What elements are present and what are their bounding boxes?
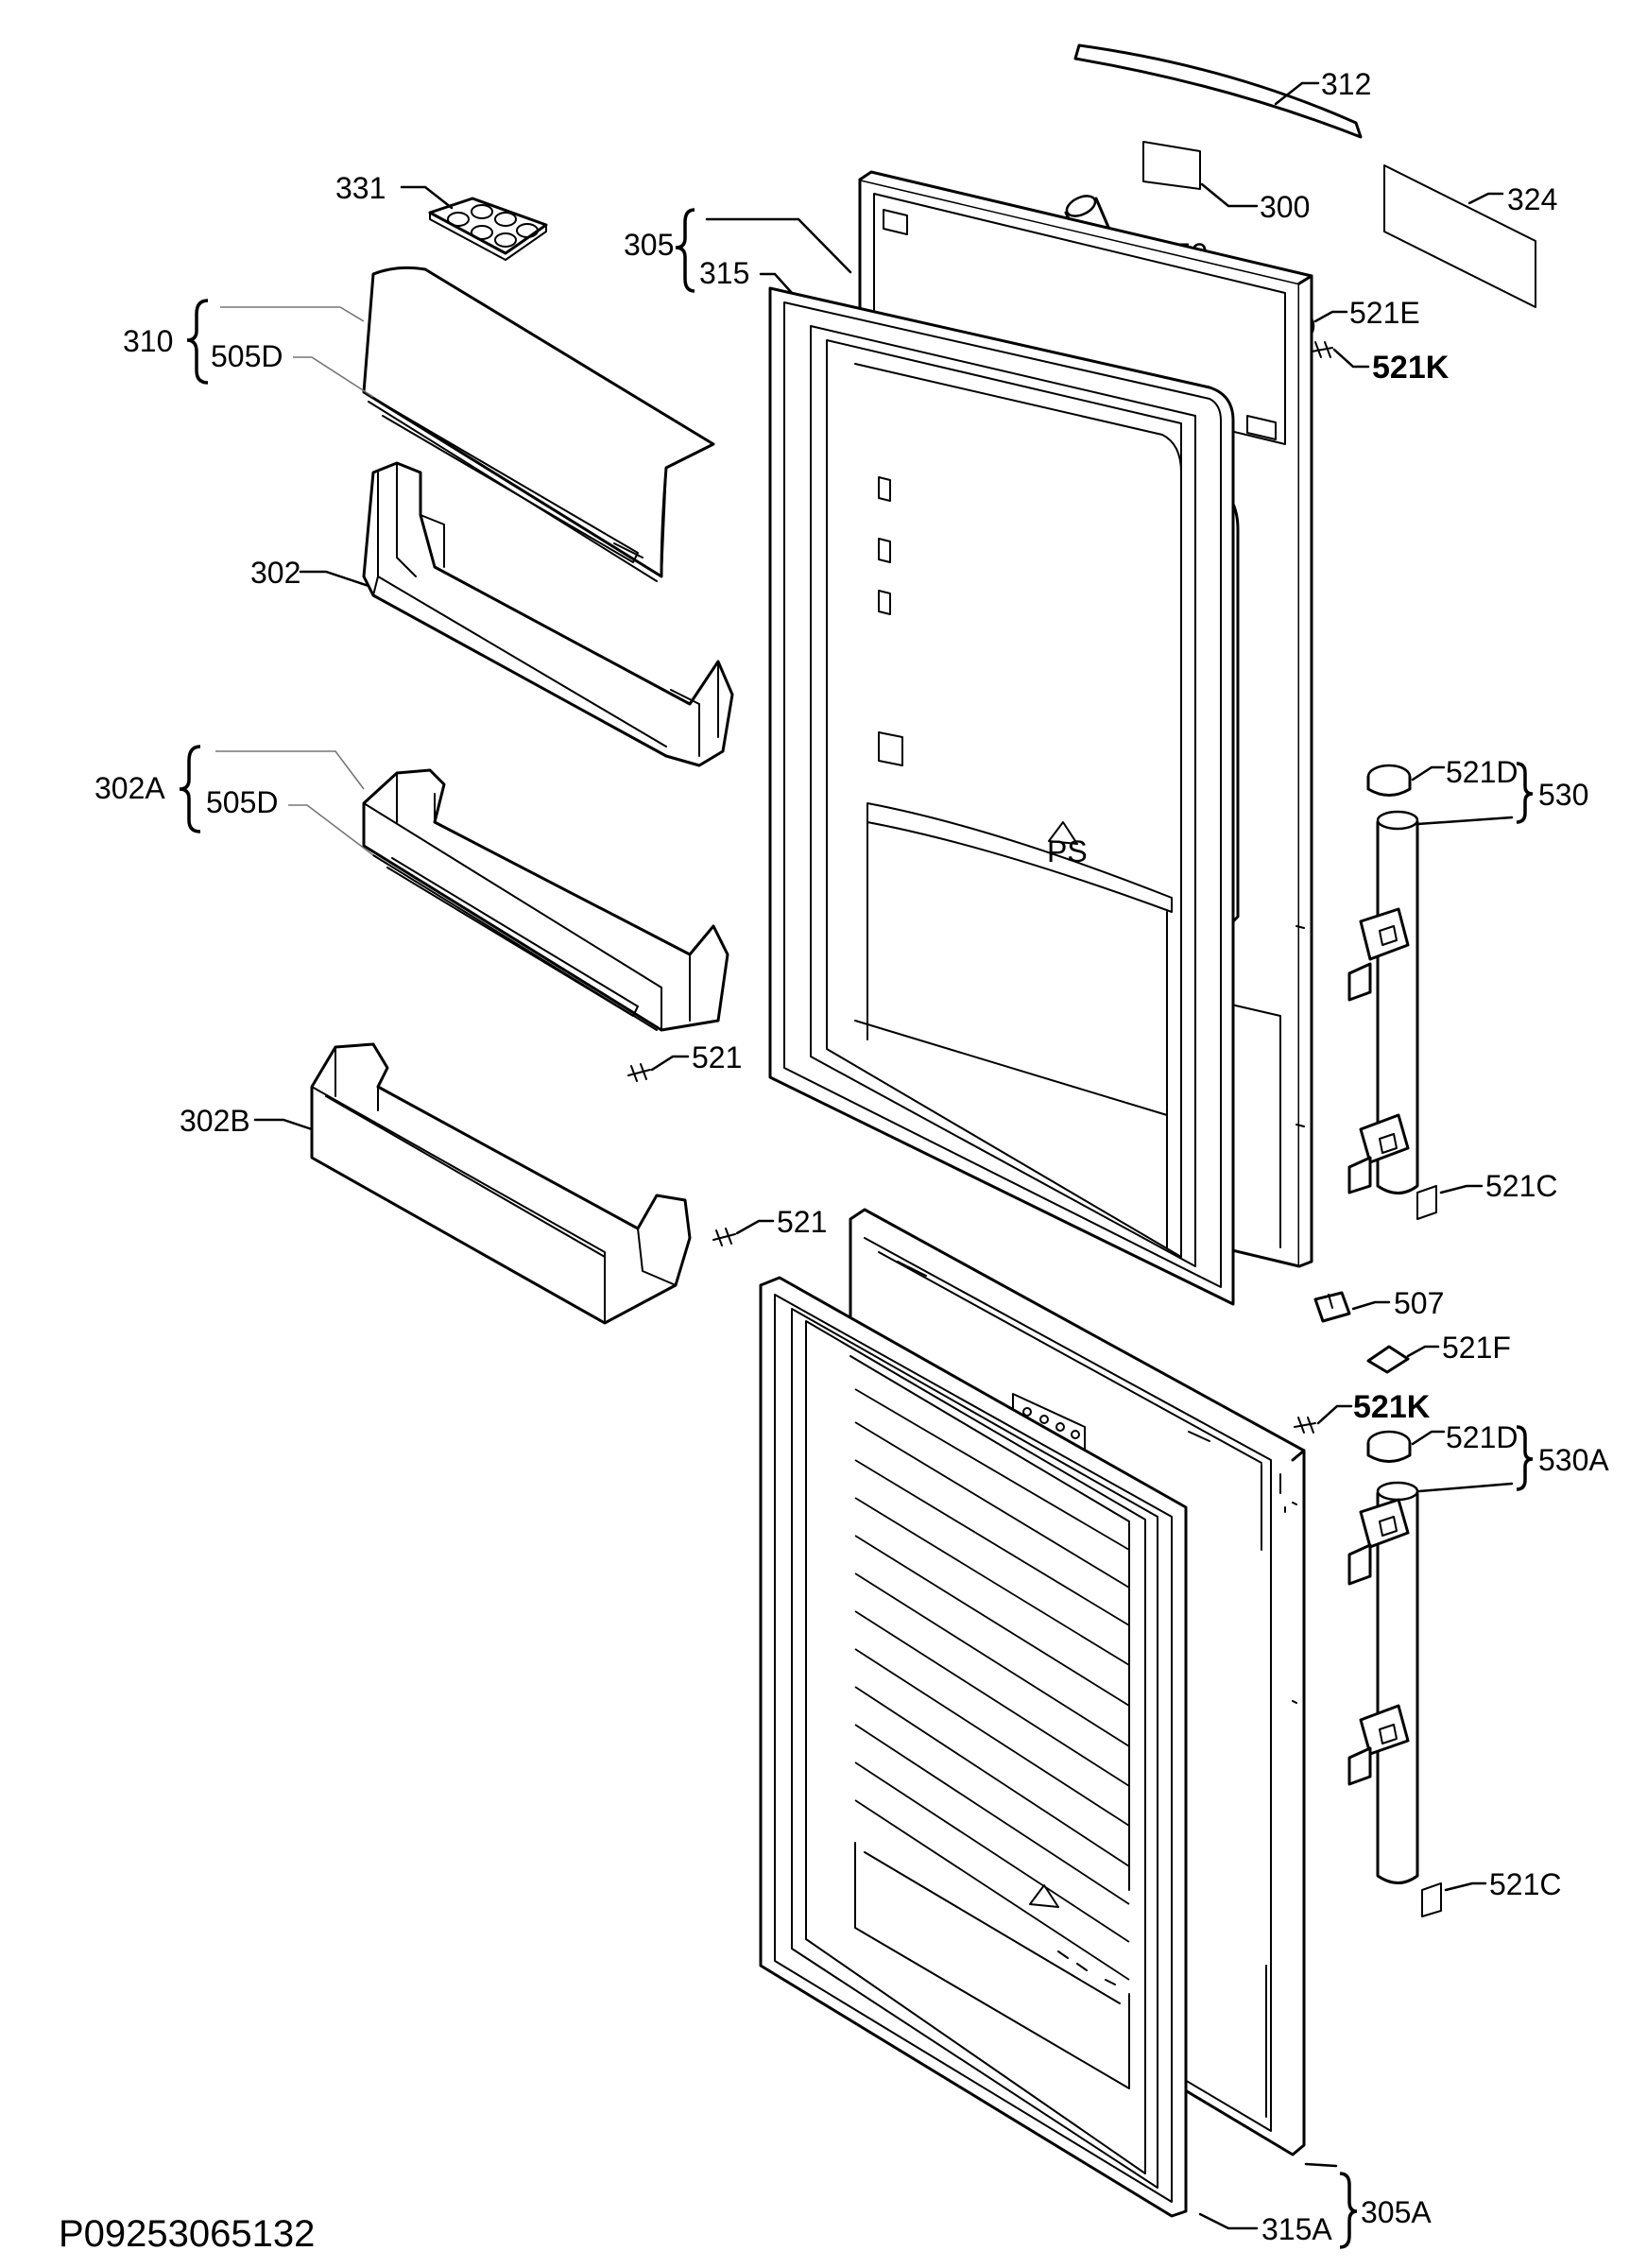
label-315: 315	[699, 256, 749, 290]
part-302A-door-bin	[362, 768, 729, 1032]
part-300-plate	[1142, 141, 1201, 190]
label-505D-mid: 505D	[206, 785, 279, 819]
part-324-panel	[1383, 164, 1536, 308]
part-521D-cap-bottom	[1366, 1430, 1412, 1463]
part-521C-cover-top	[1416, 1185, 1437, 1220]
label-521C-top: 521C	[1485, 1169, 1558, 1203]
part-521K-screw-top	[1311, 341, 1333, 358]
part-521D-cap-top	[1366, 764, 1412, 797]
label-521F: 521F	[1442, 1331, 1511, 1365]
part-521C-cover-bottom	[1421, 1882, 1442, 1917]
label-521D-bottom: 521D	[1446, 1420, 1518, 1454]
label-305: 305	[624, 228, 674, 262]
label-312: 312	[1321, 67, 1371, 101]
label-302A: 302A	[94, 771, 165, 805]
part-331-egg-tray	[428, 197, 548, 261]
part-315-upper-door-gasket: PS	[768, 286, 1235, 1306]
label-302: 302	[250, 556, 300, 590]
label-530A: 530A	[1538, 1443, 1609, 1477]
part-530-handle-upper	[1347, 810, 1419, 1194]
label-331: 331	[335, 171, 386, 205]
label-305A: 305A	[1361, 2195, 1432, 2229]
label-507: 507	[1394, 1286, 1444, 1320]
label-530: 530	[1538, 778, 1588, 812]
part-302B-door-bin	[310, 1042, 692, 1325]
label-521-upper: 521	[692, 1040, 742, 1074]
part-521K-screw-bottom	[1294, 1417, 1316, 1434]
part-312-top-trim	[1073, 43, 1363, 139]
label-302B: 302B	[180, 1104, 250, 1138]
svg-text:PS: PS	[1047, 834, 1088, 868]
label-521D-top: 521D	[1446, 755, 1518, 789]
label-324: 324	[1507, 182, 1557, 216]
label-521K-bottom: 521K	[1353, 1389, 1431, 1425]
part-530A-handle-lower	[1347, 1481, 1419, 1884]
part-521-screw-upper	[627, 1063, 651, 1082]
part-315A-lower-door-gasket	[759, 1276, 1188, 2218]
part-310-shelf-cover	[362, 266, 715, 582]
part-521F-clip	[1366, 1345, 1410, 1374]
label-521K-top: 521K	[1372, 350, 1450, 386]
part-507-clip	[1313, 1291, 1351, 1323]
label-310: 310	[123, 324, 173, 358]
label-315A: 315A	[1261, 2212, 1332, 2246]
label-505D-top: 505D	[211, 339, 283, 373]
label-521-lower: 521	[777, 1205, 827, 1239]
label-521C-bottom: 521C	[1489, 1867, 1562, 1901]
document-id: P09253065132	[59, 2213, 315, 2255]
label-521E: 521E	[1349, 296, 1420, 330]
part-521-screw-lower	[712, 1228, 736, 1246]
label-300: 300	[1260, 190, 1310, 224]
part-302-door-bin	[362, 461, 734, 767]
